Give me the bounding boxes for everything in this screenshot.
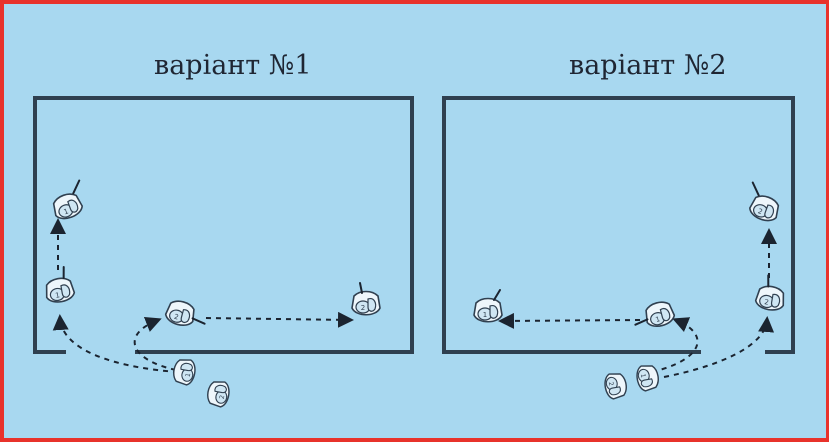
- variant-2-figure-center: 1: [634, 298, 677, 330]
- variant-2-figure-left: 1: [473, 289, 503, 323]
- variant-1-figure-upper-left: 1: [49, 179, 86, 223]
- variant-1-figure-right: 2: [351, 282, 381, 316]
- variant-2-arena: [442, 96, 795, 354]
- svg-text:2: 2: [757, 207, 764, 216]
- variant-2-path-entry-right: [663, 316, 775, 378]
- svg-text:2: 2: [361, 304, 365, 312]
- svg-text:2: 2: [173, 313, 179, 322]
- variant-2-figure-lower-right: 2: [753, 274, 787, 313]
- variant-2-path-across: [498, 312, 641, 329]
- variant-1-path-across: [205, 311, 354, 328]
- variant-1-figure-waiting-2: 2: [205, 378, 232, 409]
- variant-1-figure-lower-left: 1: [43, 265, 77, 305]
- variant-2-title: варіант №2: [569, 50, 727, 81]
- variant-2-path-entry-center: [651, 317, 699, 373]
- variant-2-figure-upper-right: 2: [746, 181, 783, 225]
- variant-1-figure-waiting-1: 1: [171, 356, 198, 387]
- variant-2-figure-waiting-1: 1: [634, 362, 661, 393]
- svg-text:2: 2: [219, 395, 227, 400]
- svg-text:1: 1: [55, 291, 61, 300]
- svg-text:1: 1: [483, 311, 487, 319]
- variant-1-path-entry-center: [133, 316, 177, 371]
- svg-text:2: 2: [764, 298, 770, 307]
- variant-1-title: варіант №1: [154, 50, 312, 81]
- variant-1-arena: [33, 96, 414, 354]
- variant-1-path-entry-left: [52, 314, 179, 373]
- svg-text:1: 1: [639, 373, 647, 378]
- variant-1-figure-center: 2: [163, 297, 206, 329]
- svg-text:1: 1: [63, 207, 70, 216]
- svg-text:1: 1: [185, 373, 193, 378]
- svg-text:2: 2: [607, 381, 615, 386]
- variant-2-figure-waiting-2: 2: [602, 370, 629, 401]
- svg-text:1: 1: [655, 315, 661, 324]
